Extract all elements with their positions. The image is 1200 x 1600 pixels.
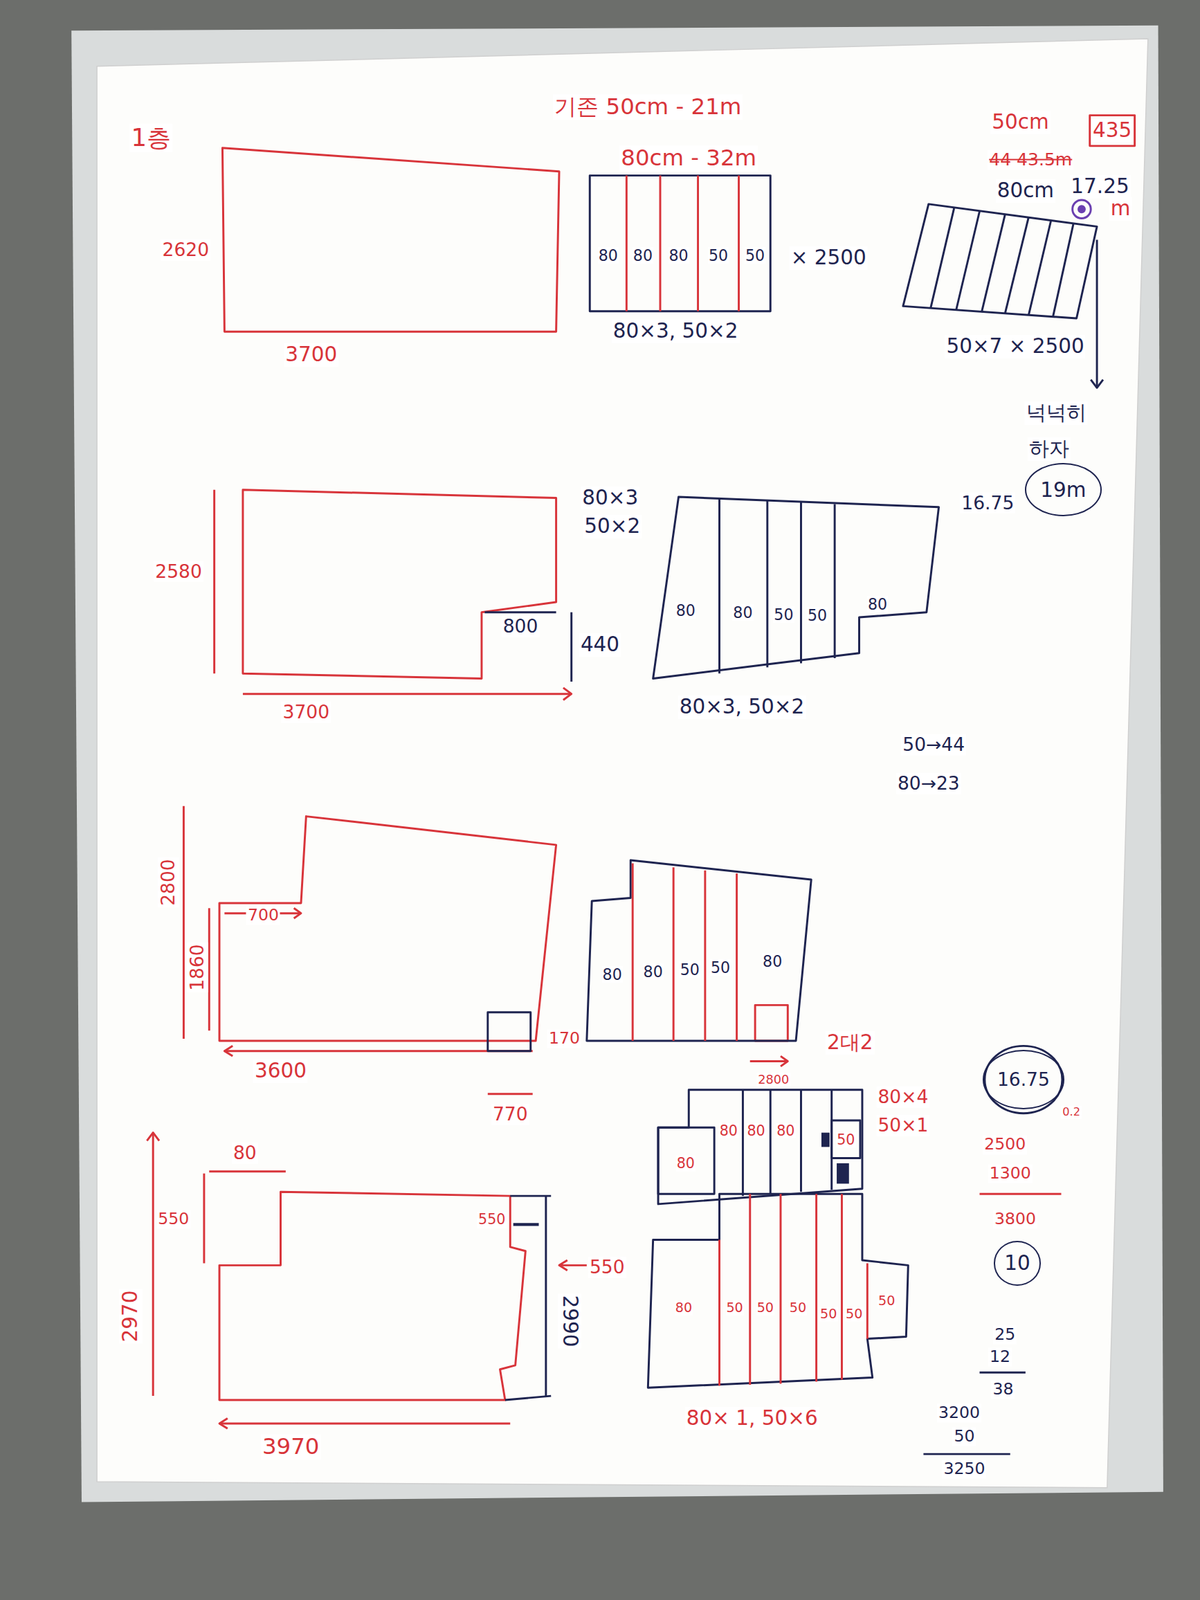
sketch-label: 770 [491, 1103, 530, 1126]
strip-width: 80 [676, 1155, 696, 1172]
circled-note: 19m [1024, 462, 1102, 517]
sketch-label: 50 [952, 1427, 976, 1447]
sketch-label: 80cm - 32m [619, 145, 758, 171]
strip-width: 80 [675, 602, 697, 619]
strip-width: 80 [732, 604, 753, 621]
sketch-label: 넉넉히 [1024, 401, 1088, 425]
sketch-label: 700 [246, 905, 281, 925]
sketch-label: 12 [988, 1348, 1012, 1367]
strip-width: 50 [725, 1301, 744, 1316]
sketch-label: 3200 [937, 1404, 982, 1423]
strip-layout: 80 80 50 50 80 [653, 496, 940, 679]
strip-layout: 80 80 80 80 50 [658, 1089, 863, 1205]
strip-width: 80 [602, 966, 623, 983]
sketch-label: 3970 [260, 1433, 322, 1460]
sketch-label: 170 [547, 1029, 582, 1048]
sketch-label: 550 [588, 1256, 627, 1279]
sketch-label: 2대2 [825, 1031, 875, 1055]
sketch-label: 2990 [557, 1294, 582, 1349]
sketch-label: 440 [579, 633, 621, 657]
strip-width: 80 [674, 1301, 693, 1316]
circled-value: 19m [1040, 478, 1086, 502]
strip-width: 80 [597, 246, 619, 263]
sketch-label: 435 [1091, 119, 1133, 143]
strip-width: 80 [746, 1122, 766, 1139]
sketch-label: 기존 50cm - 21m [552, 94, 743, 120]
sketch-label: 3600 [253, 1059, 308, 1084]
sketch-label: × 2500 [789, 246, 868, 270]
sketch-label: 1860 [186, 942, 208, 993]
sketch-label: 2800 [756, 1072, 791, 1087]
strip-width: 80 [761, 952, 783, 970]
sketch-label: m [1109, 197, 1133, 221]
strip-width: 50 [819, 1307, 838, 1322]
circled-value: 16.75 [997, 1069, 1050, 1090]
sketch-label: 80×4 [876, 1086, 930, 1108]
sketch-label: 1층 [129, 123, 173, 153]
sketch-label: 80×3, 50×2 [678, 695, 807, 720]
sketch-label: 2800 [157, 858, 180, 908]
sketch-label: 44 43.5m [987, 150, 1074, 171]
strip-width: 80 [775, 1122, 796, 1139]
strip-width: 80 [642, 963, 664, 980]
strip-width: 50 [844, 1307, 863, 1322]
sketch-label: 80×3 [580, 486, 640, 511]
sketch-label: 3700 [283, 343, 339, 367]
sketch-label: 3800 [993, 1209, 1038, 1229]
strip-width: 50 [710, 959, 731, 976]
circled-note: 10 [993, 1240, 1042, 1286]
sketch-label: 17.25 [1069, 175, 1131, 199]
strip-width: 50 [835, 1132, 856, 1149]
sketch-label: 80→23 [896, 773, 962, 795]
sketch-label: 16.75 [959, 492, 1016, 515]
circled-value: 10 [1004, 1251, 1031, 1275]
strip-width: 50 [756, 1301, 775, 1316]
sketch-label: 0.2 [1060, 1105, 1082, 1120]
sketch-label: 800 [501, 615, 540, 638]
strip-width: 50 [877, 1293, 896, 1308]
sketch-label: 550 [156, 1209, 191, 1229]
strip-layout: 80 50 50 50 50 50 50 [647, 1193, 908, 1388]
strip-width: 80 [667, 246, 689, 263]
strip-width: 50 [773, 605, 794, 623]
sketch-label: 3700 [281, 701, 332, 724]
sketch-label: 50→44 [901, 734, 967, 756]
sketch-label: 38 [991, 1380, 1015, 1400]
strip-width: 50 [679, 961, 701, 978]
sketch-label: 25 [993, 1325, 1017, 1344]
strip-width: 80 [867, 595, 888, 613]
strip-layout: 80 80 80 50 50 [589, 175, 771, 312]
sketch-label: 80×3, 50×2 [611, 319, 740, 344]
strip-width: 50 [707, 246, 729, 263]
sketch-label: 50cm [990, 110, 1050, 135]
strip-width: 50 [806, 606, 828, 624]
strip-layout: 80 80 50 50 80 [586, 860, 812, 1041]
sketch-label: 1300 [988, 1164, 1033, 1183]
sketch-label: 50×2 [582, 514, 642, 539]
sketch-label: 3250 [941, 1460, 987, 1479]
sketch-label: 50×1 [876, 1114, 930, 1137]
sketch-label: 2620 [161, 239, 212, 261]
strip-width: 80 [632, 246, 654, 263]
sketch-label: 550 [476, 1212, 507, 1230]
sketch-label: 80× 1, 50×6 [685, 1406, 820, 1431]
sketch-label: 2580 [153, 560, 204, 583]
circled-note: 16.75 [982, 1049, 1066, 1110]
sketch-label: 하자 [1027, 437, 1071, 461]
sketch-label: 80 [231, 1142, 259, 1165]
strip-width: 80 [719, 1122, 739, 1139]
sketch-label: 80cm [995, 179, 1056, 203]
sketch-label: 2500 [982, 1135, 1027, 1155]
strip-width: 50 [788, 1301, 807, 1316]
sketch-label: 50×7 × 2500 [944, 334, 1086, 359]
sketch-label: 2970 [119, 1289, 143, 1344]
strip-width: 50 [744, 246, 766, 263]
